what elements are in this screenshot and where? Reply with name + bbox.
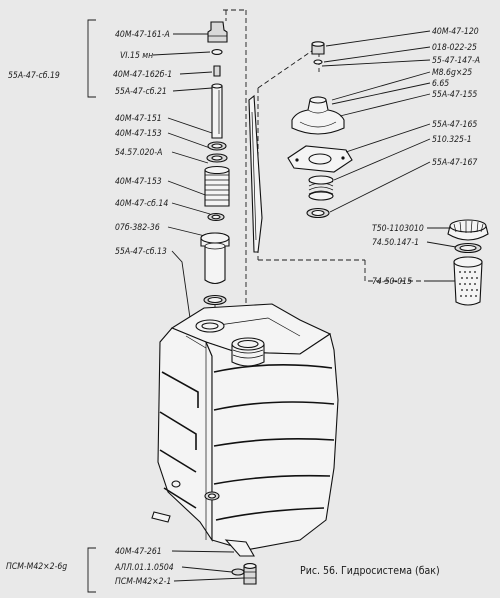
label-40m-47-153-a: 40М-47-153 (115, 129, 162, 139)
bottom-leader-lines (171, 550, 245, 582)
label-all-01-1-0504: АЛЛ.01.1.0504 (114, 563, 174, 573)
label-40m-47-151: 40М-47-151 (115, 114, 162, 124)
upper-group-bracket (87, 19, 96, 98)
figure-caption: Рис. 56. Гидросистема (бак) (300, 565, 440, 577)
label-74-50-015: 74-50-015 (372, 277, 412, 287)
center-rod (248, 94, 263, 253)
label-40m-47-153-b: 40М-47-153 (115, 177, 162, 187)
label-t50-1103010: Т50-1103010 (372, 224, 424, 234)
label-vi-15-mn: VI.15 мн (120, 51, 153, 61)
right-leader-lines (321, 30, 457, 282)
label-55a-47-167: 55А-47-167 (432, 158, 477, 168)
label-74-50-147-1: 74.50.147-1 (372, 238, 419, 248)
left-parts-stack (200, 21, 230, 306)
drain-plug-group (231, 563, 257, 585)
label-07b-382-36: 07б-382-36 (115, 223, 160, 233)
left-leader-lines (152, 33, 213, 319)
label-55a-47-165: 55А-47-165 (432, 120, 477, 130)
hydraulic-tank (151, 303, 339, 557)
label-m8-6g-25: М8.6g×25 (432, 68, 472, 78)
label-54-57-020-a: 54.57.020-А (115, 148, 162, 158)
label-40m-47-1626: 40М-47-162б-1 (113, 70, 172, 80)
label-6-65: 6.65 (432, 79, 449, 89)
label-55a-47-sb21: 55А-47-сб.21 (115, 87, 167, 97)
label-psm-m42x2-1: ПСМ-М42×2-1 (115, 577, 171, 587)
label-40m-47-261: 40М-47-261 (115, 547, 162, 557)
label-55a-47-155: 55А-47-155 (432, 90, 477, 100)
lower-group-label: ПСМ-М42×2-6g (6, 562, 67, 572)
right-breather-group (287, 41, 353, 219)
upper-group-label: 55А-47-сб.19 (8, 71, 60, 81)
label-40m-47-161-a: 40М-47-161-А (115, 30, 170, 40)
label-510-325-1: 510.325-1 (432, 135, 472, 145)
label-55-47-147-a: 55-47-147-А (432, 56, 480, 66)
label-40m-47-120: 40М-47-120 (432, 27, 479, 37)
label-55a-47-sb13: 55А-47-сб.13 (115, 247, 167, 257)
label-40m-47-sb14: 40М-47-сб.14 (115, 199, 168, 209)
label-018-022-25: 018-022-25 (432, 43, 477, 53)
lower-group-bracket (87, 547, 96, 593)
right-filter-group (447, 219, 489, 306)
